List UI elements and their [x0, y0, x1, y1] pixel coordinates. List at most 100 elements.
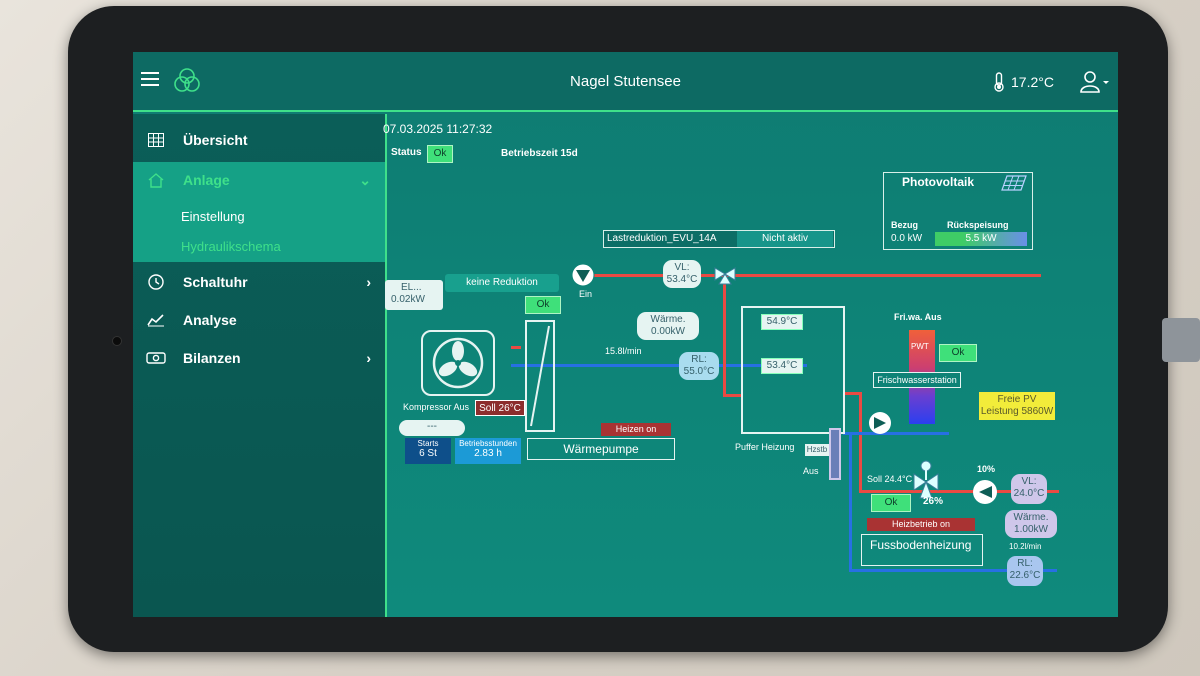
floor-return-pipe	[849, 569, 1057, 572]
floor-heat-bubble: Wärme. 1.00kW	[1005, 510, 1057, 538]
starts-value: 6 St	[419, 448, 437, 459]
sidebar-item-anlage[interactable]: Anlage ⌄	[133, 162, 385, 198]
pv-rueck-label: Rückspeisung	[947, 220, 1009, 230]
sidebar-group-anlage	[133, 162, 385, 262]
sidebar-item-bilanzen[interactable]: Bilanzen ›	[133, 340, 385, 376]
user-menu-icon[interactable]	[1079, 70, 1111, 94]
runtime: Betriebszeit 15d	[501, 148, 578, 159]
load-reduction-value: Nicht aktiv	[737, 231, 833, 247]
chevron-down-icon: ⌄	[359, 172, 371, 188]
fresh-water-pump-icon	[869, 412, 891, 434]
heating-rod	[829, 428, 841, 480]
camera-icon	[112, 336, 122, 346]
sidebar-item-uebersicht[interactable]: Übersicht	[133, 122, 385, 158]
heating-rod-label: Hzstb	[805, 444, 829, 456]
circulation-pump-icon	[571, 263, 595, 287]
sidebar-item-label: Übersicht	[183, 132, 248, 148]
heating-rod-state: Aus	[803, 466, 819, 476]
fresh-water-title: Fri.wa. Aus	[894, 312, 942, 322]
operating-hours-label: Betriebsstunden	[459, 439, 517, 448]
sidebar-item-label: Bilanzen	[183, 350, 241, 366]
chevron-right-icon: ›	[366, 274, 371, 290]
floor-heating-name: Fussbodenheizung	[861, 534, 983, 566]
pv-free-value: Leistung 5860W	[980, 406, 1054, 417]
wall-mount-bracket	[1162, 318, 1200, 362]
floor-heating-status: Heizbetrieb on	[867, 518, 975, 531]
sidebar-item-label: Schaltuhr	[183, 274, 248, 290]
el-label: EL...	[401, 282, 422, 293]
heating-status: Heizen on	[601, 423, 671, 436]
sidebar-subitem-einstellung[interactable]: Einstellung	[133, 202, 385, 230]
mixer-percent: 26%	[923, 496, 944, 507]
compressor-unit	[421, 330, 495, 396]
blank-indicator: ---	[399, 420, 465, 436]
wp-heat-value: 0.00kW	[651, 326, 685, 337]
status-label: Status	[391, 147, 422, 158]
status-ok-badge: Ok	[427, 145, 453, 163]
wp-vl-label: VL:	[674, 262, 690, 273]
solar-panel-icon	[1001, 175, 1027, 191]
pwt-label: PWT	[911, 342, 929, 351]
compressor-link-pipe	[511, 346, 521, 349]
outside-temperature: 17.2°C	[993, 72, 1054, 92]
wp-rl-bubble: RL: 55.0°C	[679, 352, 719, 380]
wp-heat-label: Wärme.	[650, 314, 686, 325]
heat-exchanger-diagonal-icon	[530, 325, 550, 427]
floor-rl-label: RL:	[1017, 558, 1033, 569]
pv-bezug-value: 0.0 kW	[891, 233, 923, 244]
three-way-valve-icon	[714, 267, 736, 285]
wp-rl-label: RL:	[691, 354, 707, 365]
buffer-mid-temp: 53.4°C	[761, 358, 803, 374]
sidebar-item-label: Anlage	[183, 172, 230, 188]
sidebar-subitem-label: Hydraulikschema	[181, 238, 281, 254]
operating-hours-box: Betriebsstunden 2.83 h	[455, 438, 521, 464]
photovoltaic-title: Photovoltaik	[902, 175, 975, 189]
sidebar-item-schaltuhr[interactable]: Schaltuhr ›	[133, 264, 385, 300]
buffer-feed-pipe-2	[723, 394, 743, 397]
floor-pump-percent: 10%	[977, 464, 996, 474]
floor-rl-value: 22.6°C	[1009, 570, 1041, 581]
top-bar: Nagel Stutensee 17.2°C	[133, 52, 1118, 112]
heat-exchanger	[525, 320, 555, 432]
fan-icon	[432, 337, 484, 389]
sidebar: Übersicht Anlage ⌄ Einstellung Hydraulik…	[133, 114, 387, 617]
load-reduction-label: Lastreduktion_EVU_14A	[607, 233, 717, 244]
floor-flow: 10.2l/min	[1009, 542, 1042, 551]
buffer-top-temp: 54.9°C	[761, 314, 803, 330]
fresh-water-return-pipe	[869, 432, 949, 435]
floor-vl-label: VL:	[1021, 476, 1037, 487]
home-icon	[145, 171, 167, 189]
grid-icon	[145, 131, 167, 149]
logo-icon	[174, 68, 200, 92]
thermometer-icon	[994, 72, 1004, 92]
fresh-water-supply-pipe	[813, 274, 1041, 277]
wp-vl-bubble: VL: 53.4°C	[663, 260, 701, 288]
wp-rl-value: 55.0°C	[683, 366, 715, 377]
buffer-feed-pipe	[723, 274, 726, 394]
floor-heat-label: Wärme.	[1013, 512, 1049, 523]
buffer-tank	[741, 306, 845, 434]
heatpump-ok-badge: Ok	[525, 296, 561, 314]
photovoltaic-panel	[883, 172, 1033, 250]
starts-box: Starts 6 St	[405, 438, 451, 464]
sidebar-subitem-hydraulikschema[interactable]: Hydraulikschema	[133, 232, 385, 260]
reduction-status: keine Reduktion	[445, 274, 559, 292]
datetime: 07.03.2025 11:27:32	[383, 122, 493, 136]
sidebar-item-analyse[interactable]: Analyse	[133, 302, 385, 338]
buffer-out-pipe	[843, 392, 861, 395]
hydraulic-scheme: 07.03.2025 11:27:32 Status Ok Betriebsze…	[383, 114, 1118, 617]
pv-free-power: Freie PV Leistung 5860W	[979, 392, 1055, 420]
fresh-water-ok-badge: Ok	[939, 344, 977, 362]
pv-bezug-label: Bezug	[891, 220, 918, 230]
wp-flow: 15.8l/min	[605, 346, 642, 356]
floor-rl-bubble: RL: 22.6°C	[1007, 556, 1043, 586]
wp-pump-state: Ein	[579, 289, 593, 299]
floor-vl-value: 24.0°C	[1013, 488, 1045, 499]
floor-pump-icon	[973, 480, 997, 504]
chevron-right-icon: ›	[366, 350, 371, 366]
wp-heat-bubble: Wärme. 0.00kW	[637, 312, 699, 340]
clock-icon	[145, 273, 167, 291]
outside-temperature-value: 17.2°C	[1011, 74, 1054, 90]
buffer-return-pipe	[843, 432, 869, 435]
hamburger-menu-icon[interactable]	[141, 72, 159, 86]
